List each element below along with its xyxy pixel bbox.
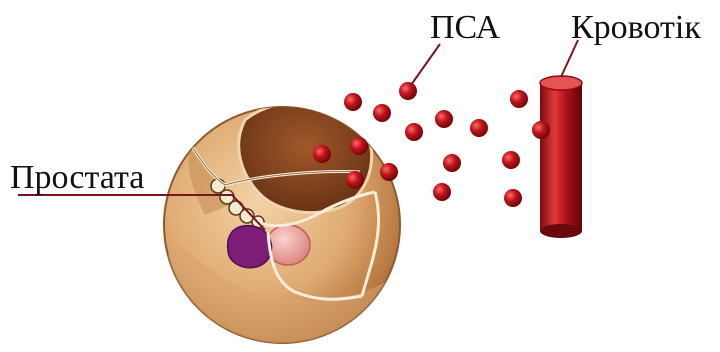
- psa-leader-line: [411, 44, 440, 85]
- psa-particle: [405, 123, 423, 141]
- bloodstream-label: Кровотік: [571, 9, 701, 46]
- tumor: [228, 226, 272, 268]
- psa-particle: [433, 183, 451, 201]
- psa-particle: [502, 151, 520, 169]
- psa-particle: [470, 119, 488, 137]
- prostate-label: Простата: [10, 159, 144, 196]
- psa-particle: [344, 93, 362, 111]
- psa-particle: [532, 121, 550, 139]
- psa-particle: [504, 189, 522, 207]
- psa-particle: [435, 110, 453, 128]
- psa-particle: [313, 145, 331, 163]
- psa-particle: [399, 82, 417, 100]
- psa-particle: [350, 137, 368, 155]
- psa-particle: [380, 163, 398, 181]
- psa-label: ПСА: [430, 9, 501, 46]
- blood-vessel-cylinder: [540, 76, 582, 238]
- psa-particle: [443, 154, 461, 172]
- psa-particle: [373, 104, 391, 122]
- psa-particle: [346, 171, 364, 189]
- psa-particle: [510, 90, 528, 108]
